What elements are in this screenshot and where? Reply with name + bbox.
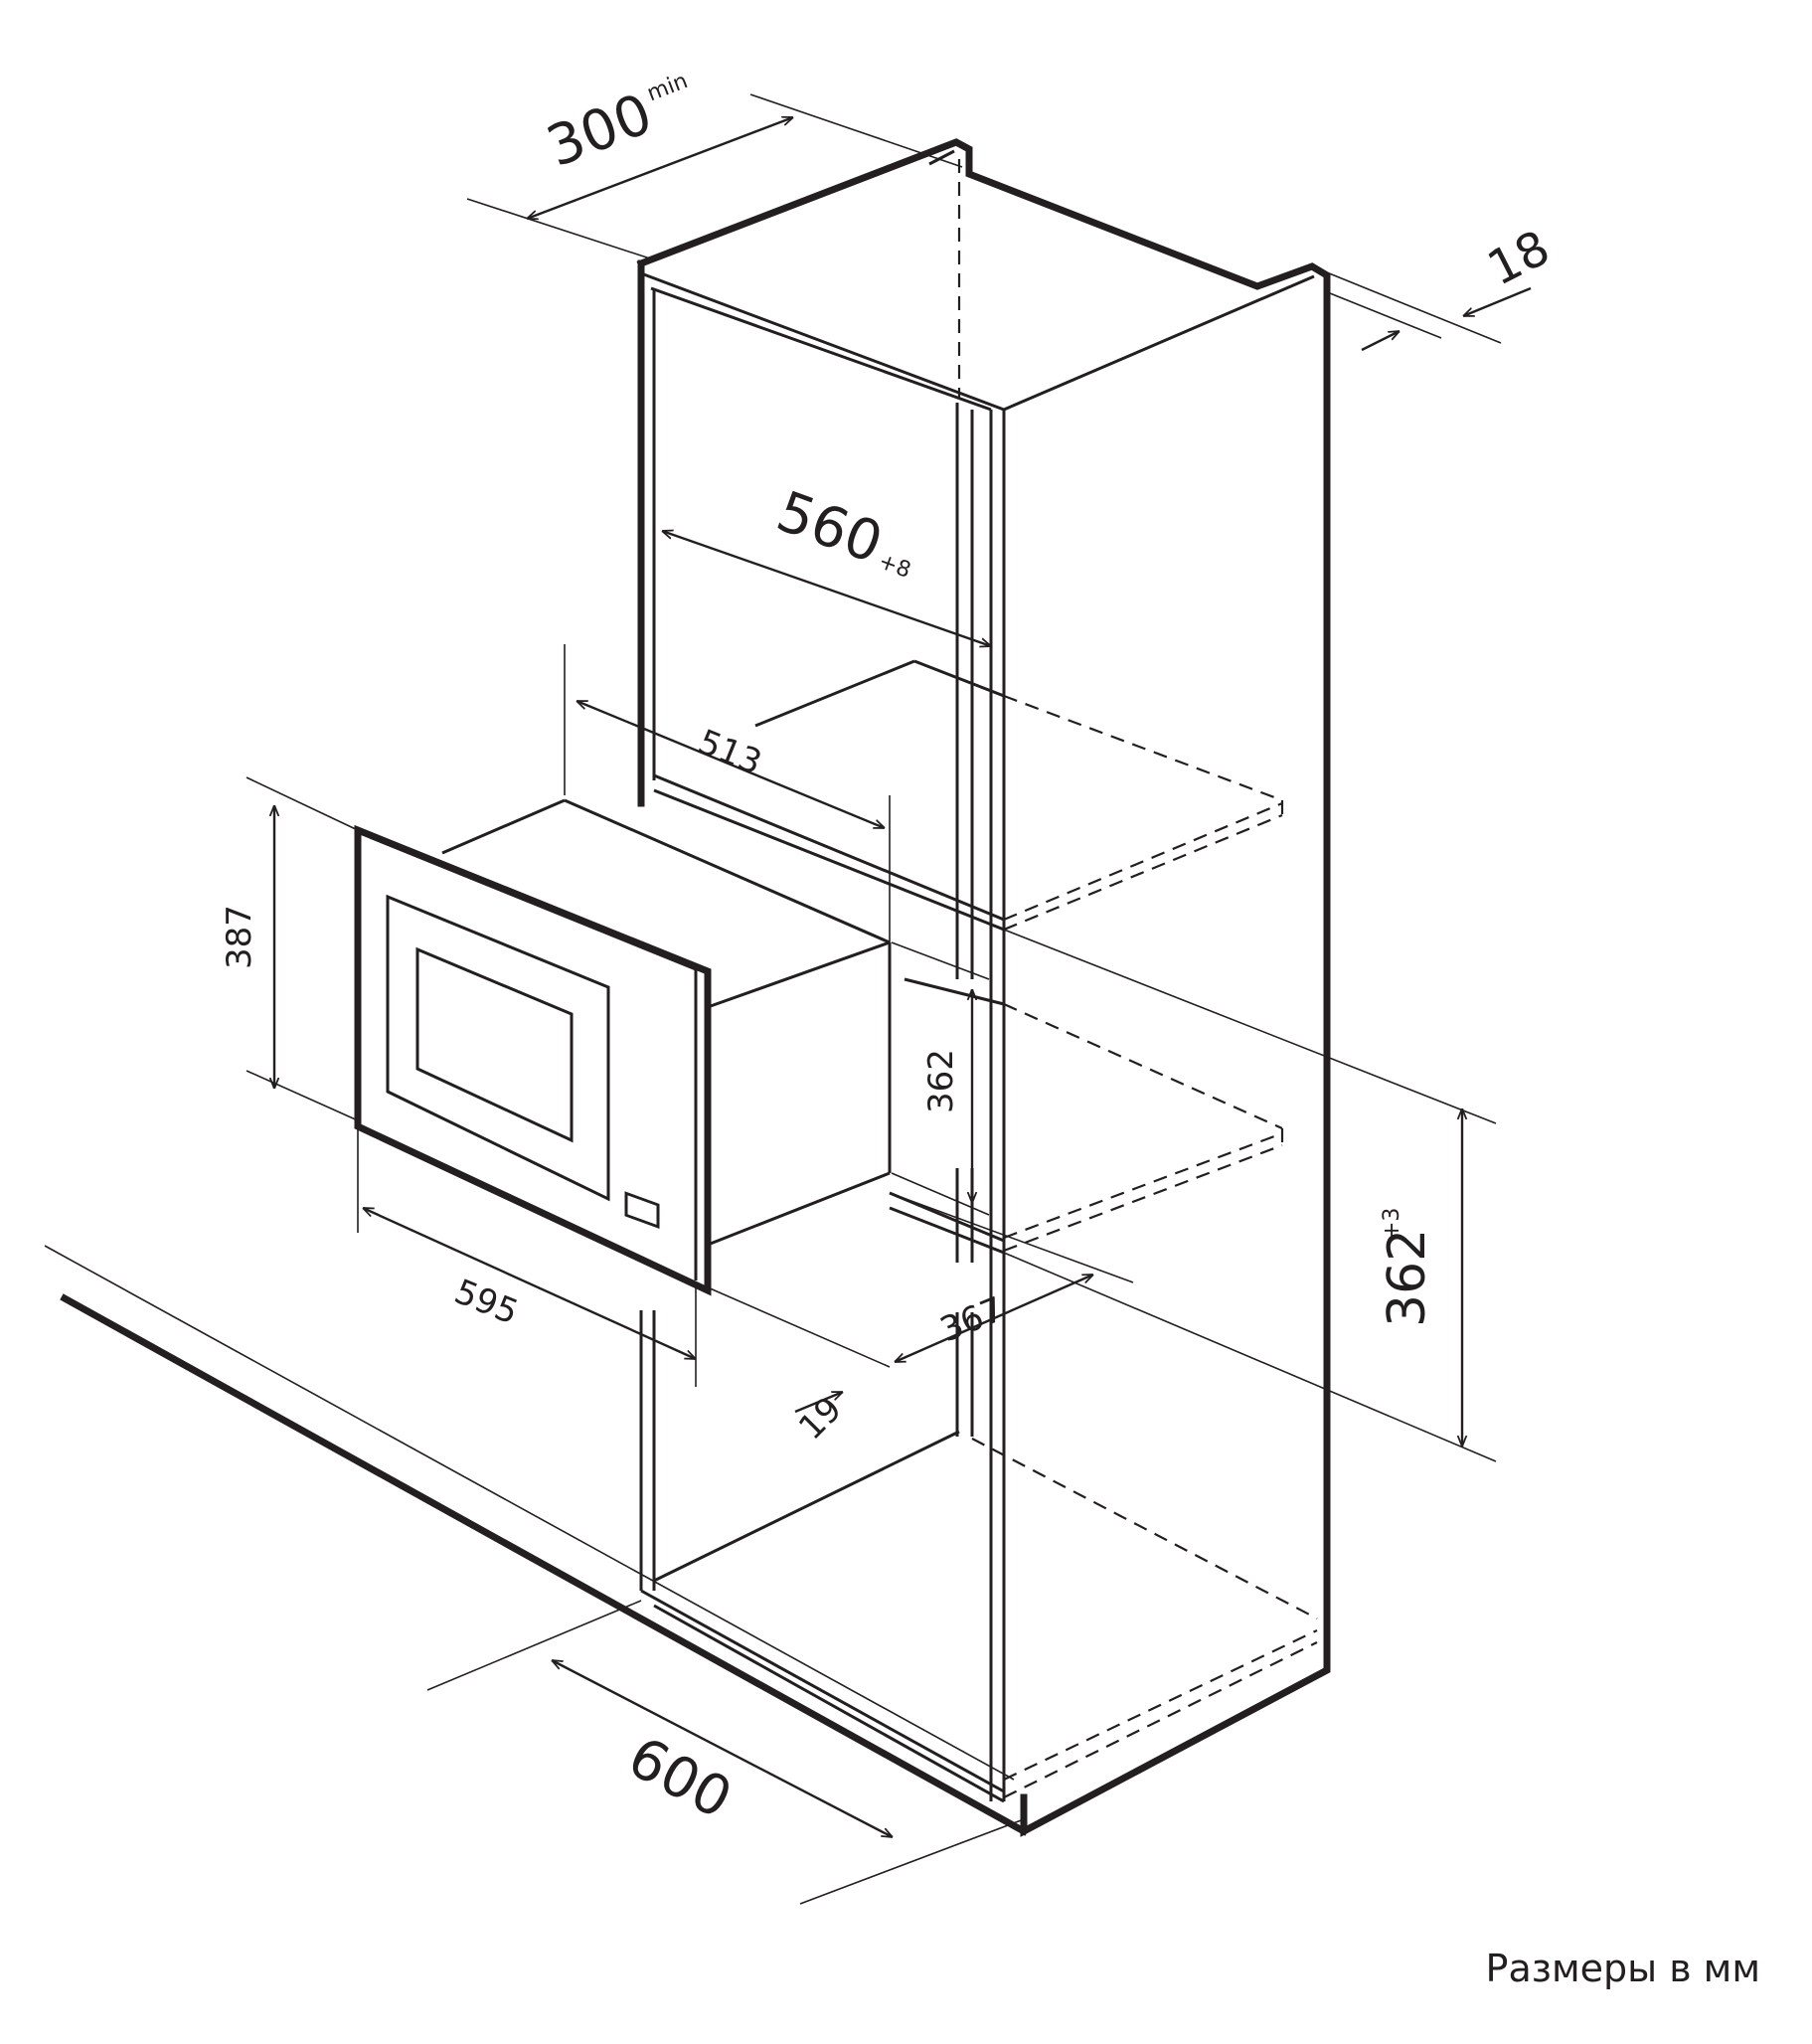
dim-595-line bbox=[363, 1206, 696, 1361]
dim-362-niche-label: 362 bbox=[1378, 1229, 1437, 1327]
dim-560-label: 560 bbox=[768, 479, 891, 577]
dim-560-suffix: +8 bbox=[876, 549, 914, 584]
dim-18-line bbox=[1361, 329, 1400, 352]
dim-18-label: 18 bbox=[1479, 220, 1559, 297]
dim-600-line bbox=[552, 1660, 893, 1837]
microwave bbox=[354, 798, 892, 1296]
dim-18-line-b bbox=[1463, 286, 1532, 318]
dim-300-label: 300 bbox=[539, 82, 661, 180]
units-caption: Размеры в мм bbox=[1485, 1947, 1760, 1990]
dim-367-line bbox=[895, 1273, 1093, 1364]
dim-513-label: 513 bbox=[693, 722, 767, 782]
control-button bbox=[624, 1191, 660, 1229]
door-outline bbox=[386, 894, 610, 1202]
dim-560-line bbox=[662, 531, 991, 646]
dim-600-label: 600 bbox=[617, 1725, 741, 1832]
dim-367-label: 367 bbox=[934, 1289, 1009, 1350]
dim-513-line bbox=[577, 699, 885, 830]
dim-19-label: 19 bbox=[791, 1389, 850, 1448]
dimension-arrows bbox=[274, 115, 1532, 1837]
dim-595-label: 595 bbox=[449, 1272, 524, 1332]
dim-300-line bbox=[527, 115, 793, 221]
dim-19-line bbox=[794, 1390, 843, 1414]
dim-387-label: 387 bbox=[220, 905, 259, 969]
dim-362-niche-suffix: +3 bbox=[1380, 1208, 1404, 1240]
floor-lines bbox=[44, 1245, 1029, 1836]
extension-lines bbox=[246, 93, 1502, 1905]
cabinet bbox=[636, 138, 1331, 1837]
window-outline bbox=[415, 946, 574, 1143]
dim-362-body-label: 362 bbox=[921, 1049, 961, 1113]
dim-300-suffix: min bbox=[644, 69, 692, 106]
